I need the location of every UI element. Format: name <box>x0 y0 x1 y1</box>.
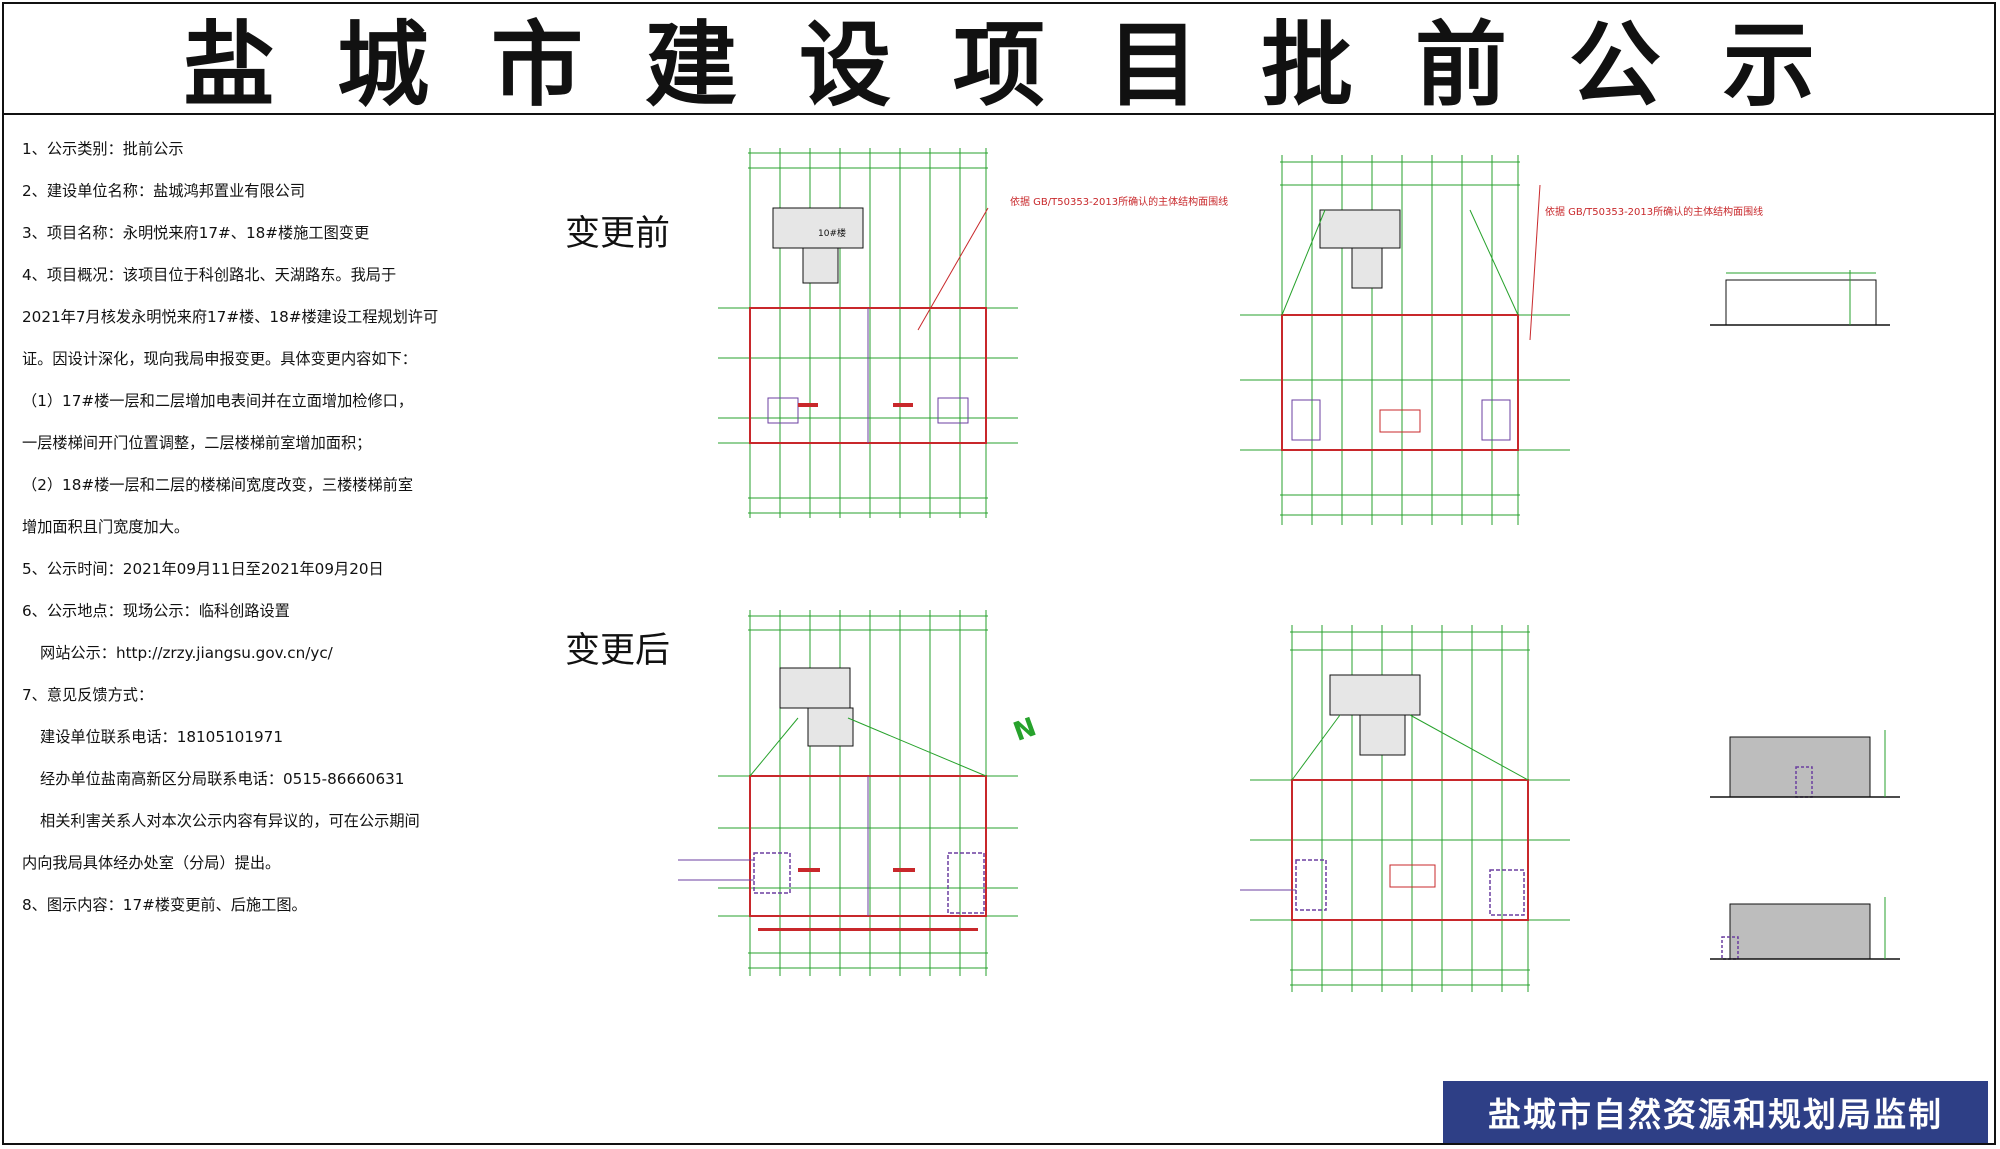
label-before: 变更前 <box>565 214 671 254</box>
plan-after-floor1 <box>678 610 1018 976</box>
building-tag: 10#楼 <box>818 227 846 239</box>
info-line: 5、公示时间：2021年09月11日至2021年09月20日 <box>22 560 384 578</box>
info-line: 3、项目名称：永明悦来府17#、18#楼施工图变更 <box>22 224 370 242</box>
elevation-before <box>1710 270 1890 326</box>
info-line: 增加面积且门宽度加大。 <box>22 518 190 536</box>
page-title: 盐城市建设项目批前公示 <box>182 12 1877 119</box>
plan-after-floor2 <box>1240 625 1570 992</box>
title-bar: 盐城市建设项目批前公示 <box>2 2 1996 119</box>
info-line: 1、公示类别：批前公示 <box>22 140 184 158</box>
info-line: 6、公示地点：现场公示：临科创路设置 <box>22 602 290 620</box>
info-line: 7、意见反馈方式： <box>22 686 154 704</box>
footer-band: 盐城市自然资源和规划局监制 <box>1443 1081 1988 1143</box>
info-line: （1）17#楼一层和二层增加电表间并在立面增加检修口， <box>22 392 414 410</box>
info-line: 一层楼梯间开门位置调整，二层楼梯前室增加面积； <box>22 434 372 452</box>
info-line: 2、建设单位名称：盐城鸿邦置业有限公司 <box>22 182 306 200</box>
info-line: 证。因设计深化，现向我局申报变更。具体变更内容如下： <box>22 350 417 368</box>
contact-line: 经办单位盐南高新区分局联系电话：0515-86660631 <box>40 770 405 788</box>
contact-line: 建设单位联系电话：18105101971 <box>40 728 283 746</box>
info-line: 8、图示内容：17#楼变更前、后施工图。 <box>22 896 307 914</box>
info-line: 内向我局具体经办处室（分局）提出。 <box>22 854 281 872</box>
red-note-right: 依据 GB/T50353-2013所确认的主体结构面围线 <box>1545 207 1764 218</box>
plan-before-floor2 <box>1240 155 1570 525</box>
label-after: 变更后 <box>565 631 671 671</box>
footer-text: 盐城市自然资源和规划局监制 <box>1488 1095 1943 1134</box>
red-note-left: 依据 GB/T50353-2013所确认的主体结构面围线 <box>1010 197 1229 208</box>
plan-before-floor1: 10#楼 <box>718 148 1018 518</box>
notice-info: 1、公示类别：批前公示 2、建设单位名称：盐城鸿邦置业有限公司 3、项目名称：永… <box>22 128 552 926</box>
info-line: 4、项目概况：该项目位于科创路北、天湖路东。我局于 <box>22 266 397 284</box>
info-line: 2021年7月核发永明悦来府17#楼、18#楼建设工程规划许可 <box>22 308 439 326</box>
website-line: 网站公示：http://zrzy.jiangsu.gov.cn/yc/ <box>40 644 333 662</box>
elevation-after-south <box>1710 897 1900 960</box>
elevation-after-north <box>1710 730 1900 798</box>
info-line: 相关利害关系人对本次公示内容有异议的，可在公示期间 <box>40 812 420 830</box>
info-line: （2）18#楼一层和二层的楼梯间宽度改变，三楼楼梯前室 <box>22 476 414 494</box>
